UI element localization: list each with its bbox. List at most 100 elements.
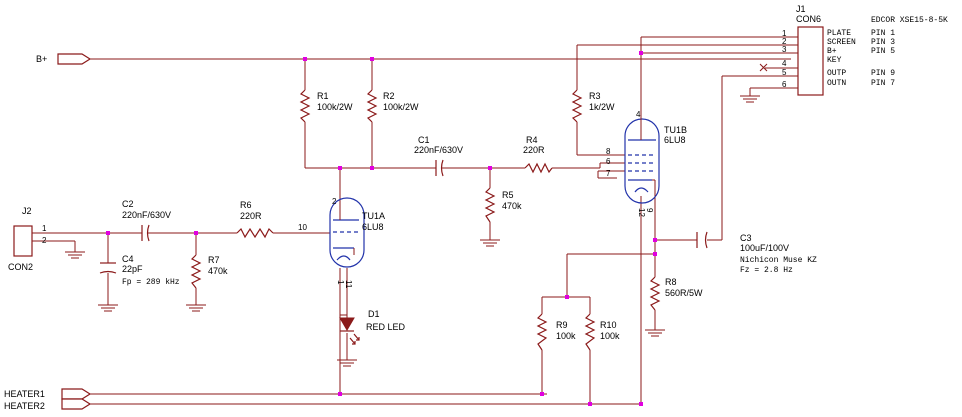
ground-j2: [65, 251, 85, 259]
c3-note2: Fz = 2.8 Hz: [740, 266, 793, 275]
r9-value: 100k: [556, 331, 576, 341]
j1-signal-screen-pin: PIN 3: [871, 38, 895, 47]
resistor-r9: [536, 313, 548, 351]
r4-value: 220R: [523, 145, 545, 155]
wires: [38, 36, 791, 405]
tu1b-pin-k1: 12: [637, 208, 646, 217]
tu1b-value: 6LU8: [664, 135, 686, 145]
tube-tu1b: [624, 118, 660, 204]
j1-pin5: 5: [782, 68, 787, 77]
j1-signal-plate: PLATE: [827, 29, 851, 38]
transformer-label: EDCOR XSE15-8-5K: [871, 16, 948, 25]
r3-value: 1k/2W: [589, 102, 615, 112]
r5-value: 470k: [502, 201, 522, 211]
c1-ref: C1: [418, 135, 430, 145]
r5-ref: R5: [502, 190, 514, 200]
j1-name: CON6: [796, 14, 821, 24]
tu1b-pin-k2: 9: [645, 208, 654, 213]
led-d1: [339, 315, 360, 345]
r8-value: 560R/5W: [665, 288, 703, 298]
r3-ref: R3: [589, 91, 601, 101]
tu1a-pin-plate: 2: [332, 197, 337, 206]
capacitor-c2: [135, 224, 153, 242]
r6-value: 220R: [240, 211, 262, 221]
j2-connector-body: [13, 225, 33, 257]
no-connect-mark: [759, 63, 768, 72]
c4-note: Fp = 289 kHz: [122, 278, 180, 287]
r10-ref: R10: [600, 320, 617, 330]
resistor-r6: [236, 227, 274, 239]
r9-ref: R9: [556, 320, 568, 330]
capacitor-c3: [696, 231, 708, 249]
c4-value: 22pF: [122, 264, 143, 274]
capacitor-c1: [430, 159, 446, 177]
heater2-label: HEATER2: [4, 401, 45, 411]
ground-led: [337, 359, 357, 367]
ground-r8: [645, 329, 665, 337]
bplus-label: B+: [36, 54, 47, 64]
r2-value: 100k/2W: [383, 102, 419, 112]
r1-ref: R1: [317, 91, 329, 101]
resistor-r3: [571, 89, 583, 123]
j1-pin6: 6: [782, 80, 787, 89]
c3-note1: Nichicon Muse KZ: [740, 256, 817, 265]
j1-signal-outn-pin: PIN 7: [871, 79, 895, 88]
tu1a-value: 6LU8: [362, 222, 384, 232]
ground-c4: [98, 304, 118, 312]
r7-ref: R7: [208, 255, 220, 265]
tu1a-pin-grid: 10: [298, 223, 307, 232]
resistor-r5: [484, 187, 496, 223]
d1-value: RED LED: [366, 322, 406, 332]
resistor-r7: [190, 254, 202, 289]
c2-ref: C2: [122, 199, 134, 209]
j1-pin1: 1: [782, 29, 787, 38]
r2-ref: R2: [383, 91, 395, 101]
j1-signal-bplus: B+: [827, 47, 837, 56]
d1-ref: D1: [368, 309, 380, 319]
j1-pin2: 2: [782, 37, 787, 46]
j1-signal-outp-pin: PIN 9: [871, 69, 895, 78]
r4-ref: R4: [526, 135, 538, 145]
j2-pin1: 1: [42, 224, 47, 233]
j1-pin4: 4: [782, 59, 787, 68]
junction-nodes: [106, 51, 657, 406]
j2-ref: J2: [22, 206, 32, 216]
j1-signal-screen: SCREEN: [827, 38, 856, 47]
j1-signal-key: KEY: [827, 56, 842, 65]
resistor-r2: [366, 89, 378, 123]
j2-name: CON2: [8, 262, 33, 272]
tu1a-ref: TU1A: [362, 211, 385, 221]
c3-value: 100uF/100V: [740, 243, 789, 253]
c2-value: 220nF/630V: [122, 210, 171, 220]
tube-tu1a: [329, 197, 365, 268]
j1-signal-plate-pin: PIN 1: [871, 29, 895, 38]
resistor-r8: [649, 276, 661, 311]
tu1b-pin-g3: 7: [606, 169, 611, 178]
ground-j1: [740, 95, 760, 103]
j1-signal-outp: OUTP: [827, 69, 846, 78]
r6-ref: R6: [240, 200, 252, 210]
c3-ref: C3: [740, 233, 752, 243]
bplus-connector: [57, 53, 92, 65]
j2-pin2: 2: [42, 236, 47, 245]
heater1-connector: [61, 388, 92, 400]
j1-signal-outn: OUTN: [827, 79, 846, 88]
r1-value: 100k/2W: [317, 102, 353, 112]
tu1b-pin-plate: 4: [636, 110, 641, 119]
j1-pin3: 3: [782, 45, 787, 54]
j1-ref: J1: [796, 4, 806, 14]
resistor-r4: [524, 162, 553, 174]
tu1a-pin-k2: 11: [344, 280, 353, 289]
c4-ref: C4: [122, 254, 134, 264]
capacitor-c4: [99, 262, 117, 274]
r10-value: 100k: [600, 331, 620, 341]
r7-value: 470k: [208, 266, 228, 276]
ground-r5: [480, 239, 500, 247]
tu1b-pin-g1: 6: [606, 157, 611, 166]
heater2-connector: [61, 398, 92, 410]
r8-ref: R8: [665, 277, 677, 287]
tu1b-pin-g2: 8: [606, 147, 611, 156]
tu1a-pin-k1: 1: [336, 280, 345, 285]
c1-value: 220nF/630V: [414, 145, 463, 155]
